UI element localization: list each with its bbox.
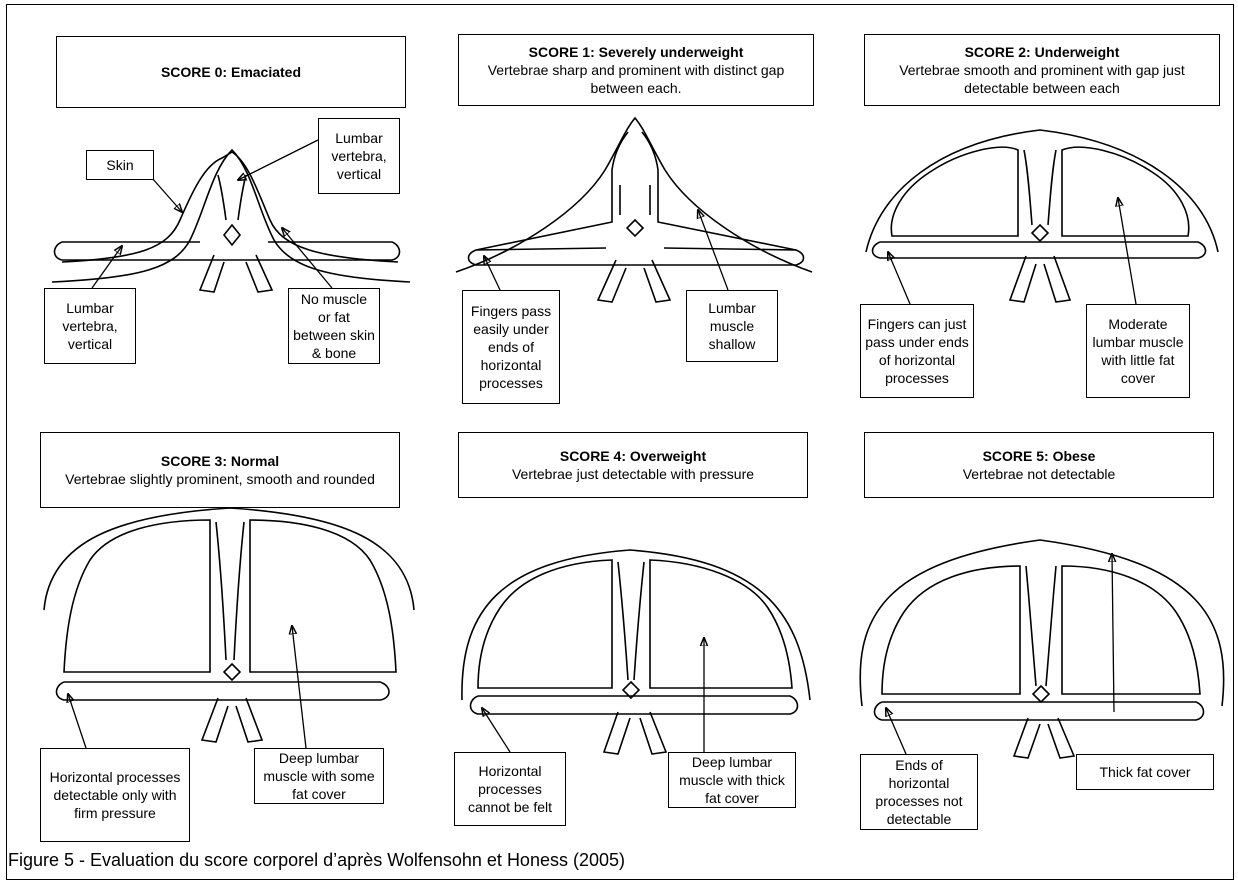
label-moderate-lumbar-muscle: Moderate lumbar muscle with little fat c… [1086, 304, 1190, 398]
label-fingers-pass-easily: Fingers pass easily under ends of horizo… [462, 290, 560, 404]
arrow-p0-skin [152, 178, 182, 212]
label-skin: Skin [86, 150, 154, 180]
panel-heading: SCORE 0: Emaciated [161, 63, 301, 81]
arrow-p1-lumbar-muscle [698, 210, 728, 290]
arrow-p5-ends [886, 708, 906, 754]
vertebra-diagram-score-2 [866, 130, 1218, 302]
label-horizontal-processes-detectable: Horizontal processes detectable only wit… [40, 748, 190, 842]
arrow-p1-fingers [484, 256, 500, 290]
panel-heading: SCORE 4: Overweight [560, 447, 706, 465]
label-deep-lumbar-some-fat: Deep lumbar muscle with some fat cover [254, 748, 384, 804]
panel-heading: SCORE 5: Obese [983, 447, 1096, 465]
panel-heading: SCORE 3: Normal [161, 452, 279, 470]
arrow-p2-fingers [888, 252, 910, 304]
arrow-p0-no-muscle [282, 228, 332, 288]
vertebra-diagram-score-1 [456, 118, 812, 302]
vertebra-diagram-score-4 [462, 550, 810, 754]
panel-title-score-0: SCORE 0: Emaciated [56, 36, 406, 108]
vertebra-diagram-score-5 [860, 540, 1223, 758]
arrow-p2-moderate [1118, 198, 1136, 304]
label-lumbar-vertebra-top: Lumbar vertebra, vertical [318, 118, 400, 194]
panel-heading: SCORE 1: Severely underweight [529, 43, 744, 61]
panel-title-score-1: SCORE 1: Severely underweight Vertebrae … [458, 34, 814, 106]
label-lumbar-muscle-shallow: Lumbar muscle shallow [686, 290, 778, 362]
arrow-p3-horizontal [68, 694, 86, 748]
label-lumbar-vertebra-bottom: Lumbar vertebra, vertical [44, 288, 136, 364]
panel-description: Vertebrae just detectable with pressure [512, 465, 754, 483]
panel-title-score-2: SCORE 2: Underweight Vertebrae smooth an… [864, 34, 1220, 106]
panel-description: Vertebrae not detectable [963, 465, 1116, 483]
panel-description: Vertebrae sharp and prominent with disti… [486, 61, 786, 97]
panel-description: Vertebrae slightly prominent, smooth and… [50, 470, 390, 488]
arrow-p0-lumbar-top [238, 140, 318, 180]
label-ends-not-detectable: Ends of horizontal processes not detecta… [860, 754, 978, 830]
label-no-muscle-or-fat: No muscle or fat between skin & bone [288, 288, 380, 364]
arrow-p5-thick [1112, 554, 1114, 712]
label-fingers-can-just-pass: Fingers can just pass under ends of hori… [860, 304, 974, 398]
label-thick-fat-cover: Thick fat cover [1076, 754, 1214, 790]
panel-heading: SCORE 2: Underweight [965, 43, 1120, 61]
label-deep-lumbar-thick-fat: Deep lumbar muscle with thick fat cover [668, 752, 796, 808]
label-horizontal-processes-cannot-be-felt: Horizontal processes cannot be felt [454, 752, 566, 826]
arrow-p0-lumbar-bottom [92, 246, 122, 288]
vertebra-diagram-score-3 [44, 508, 414, 742]
figure-caption: Figure 5 - Evaluation du score corporel … [8, 850, 625, 871]
panel-title-score-4: SCORE 4: Overweight Vertebrae just detec… [458, 432, 808, 498]
panel-title-score-5: SCORE 5: Obese Vertebrae not detectable [864, 432, 1214, 498]
arrow-p3-deep [292, 626, 306, 748]
panel-title-score-3: SCORE 3: Normal Vertebrae slightly promi… [40, 432, 400, 508]
panel-description: Vertebrae smooth and prominent with gap … [882, 61, 1202, 97]
